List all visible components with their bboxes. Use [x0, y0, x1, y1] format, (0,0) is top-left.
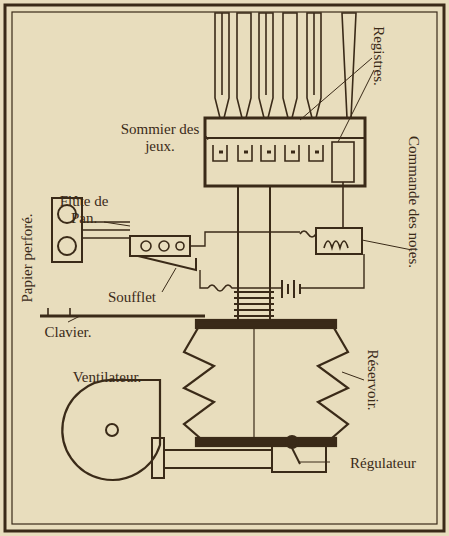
part-label: Soufflet — [108, 289, 156, 306]
electric-circuit — [208, 254, 364, 298]
regulator — [272, 436, 330, 472]
part-label: Commande des notes. — [405, 136, 422, 268]
part-label: Registres. — [370, 26, 387, 86]
part-label: Ventilateur. — [73, 369, 142, 386]
part-label: Clavier. — [44, 324, 91, 341]
part-label: Réservoir. — [364, 349, 381, 410]
part-label: Sommier des jeux. — [112, 121, 208, 155]
part-label: Régulateur — [350, 455, 416, 472]
part-label: Flûte de Pan. — [51, 193, 117, 227]
inner-frame — [12, 12, 437, 524]
blower-fan — [62, 380, 272, 480]
windchest — [205, 118, 365, 186]
organ-pipes — [215, 13, 356, 118]
wind-trunk — [234, 186, 274, 320]
reservoir — [184, 320, 348, 446]
note-action — [300, 182, 362, 254]
outer-frame — [5, 5, 444, 531]
leader-lines — [68, 58, 412, 380]
part-label: Papier perforé. — [19, 213, 36, 302]
